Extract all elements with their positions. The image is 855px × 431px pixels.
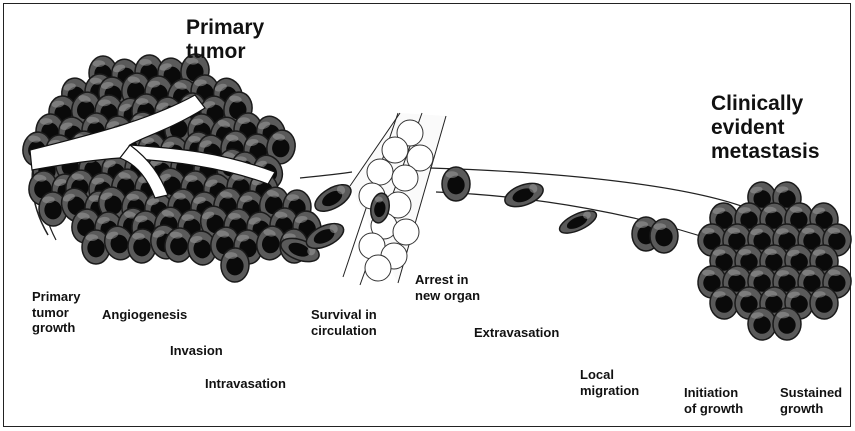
tumor-cell <box>556 206 599 237</box>
metastasis-mass <box>697 180 853 341</box>
label-sustained-growth: Sustained growth <box>780 385 842 416</box>
primary-tumor-mass <box>20 52 355 282</box>
blood-cell <box>392 165 418 191</box>
label-initiation-of-growth: Initiation of growth <box>684 385 743 416</box>
tumor-cell <box>502 179 546 211</box>
tumor-cell <box>650 219 678 253</box>
label-extravasation: Extravasation <box>474 325 559 341</box>
primary-tumor-title: Primary tumor <box>186 16 264 64</box>
blood-cell <box>367 159 393 185</box>
label-angiogenesis: Angiogenesis <box>102 307 187 323</box>
label-intravasation: Intravasation <box>205 376 286 392</box>
migrating-tumor-cells <box>442 167 678 253</box>
metastasis-title: Clinically evident metastasis <box>711 92 820 164</box>
tumor-cell <box>809 286 839 319</box>
tumor-cell <box>773 308 802 340</box>
tumor-cell <box>442 167 470 201</box>
label-invasion: Invasion <box>170 343 223 359</box>
label-local-migration: Local migration <box>580 367 639 398</box>
blood-cell <box>382 137 408 163</box>
label-primary-tumor-growth: Primary tumor growth <box>32 289 80 336</box>
blood-cell <box>393 219 419 245</box>
tumor-cell <box>311 179 356 216</box>
label-survival-in-circulation: Survival in circulation <box>311 307 377 338</box>
label-arrest-in-new-organ: Arrest in new organ <box>415 272 480 303</box>
blood-cell <box>365 255 391 281</box>
tumor-cell <box>220 248 249 283</box>
